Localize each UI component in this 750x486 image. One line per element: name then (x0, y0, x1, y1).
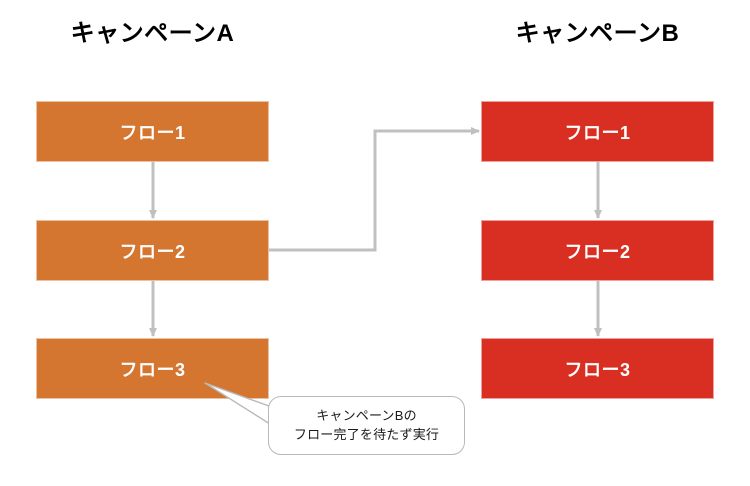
arrow-a-flow2-to-b-flow1 (269, 127, 480, 252)
column-title-campaign-a: キャンペーンA (70, 20, 235, 47)
node-campaign-a-flow-2[interactable]: フロー2 (36, 220, 269, 281)
callout-line-1: キャンペーンBの (316, 407, 417, 423)
node-campaign-b-flow-1[interactable]: フロー1 (481, 101, 714, 162)
node-campaign-a-flow-3[interactable]: フロー3 (36, 338, 269, 399)
node-campaign-b-flow-2[interactable]: フロー2 (481, 220, 714, 281)
callout-line-2: フロー完了を待たず実行 (293, 426, 440, 442)
node-campaign-a-flow-1[interactable]: フロー1 (36, 101, 269, 162)
callout-bubble: キャンペーンBの フロー完了を待たず実行 (268, 396, 465, 455)
column-title-campaign-b: キャンペーンB (515, 20, 680, 47)
node-campaign-b-flow-3[interactable]: フロー3 (481, 338, 714, 399)
